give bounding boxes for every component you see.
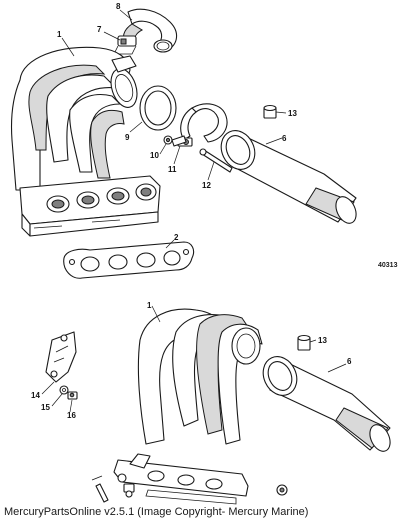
clamp-nut — [163, 135, 173, 145]
small-nut — [276, 484, 288, 496]
callout-washer: 15 — [41, 403, 50, 412]
exhaust-manifold-top — [10, 46, 161, 237]
clamp-stud — [199, 148, 233, 173]
washer — [59, 385, 69, 395]
callout-bracket: 14 — [31, 391, 40, 400]
manifold-gasket — [63, 241, 195, 279]
muffler-top — [220, 130, 357, 224]
callout-stud: 12 — [202, 181, 211, 190]
callout-muffler-top: 6 — [282, 134, 287, 143]
exhaust-manifold-bottom — [113, 308, 263, 505]
leader-lines — [41, 9, 347, 413]
callout-cap-bottom: 13 — [318, 336, 327, 345]
callout-nut: 10 — [150, 151, 159, 160]
callout-muffler-bottom: 6 — [347, 357, 352, 366]
muffler-bottom — [262, 356, 391, 452]
callout-cap-top: 13 — [288, 109, 297, 118]
small-clamp — [113, 35, 137, 55]
copyright-footer: MercuryPartsOnline v2.5.1 (Image Copyrig… — [4, 506, 309, 518]
mounting-bracket — [45, 331, 77, 383]
sealing-ring — [139, 85, 177, 131]
callout-gasket: 2 — [174, 233, 179, 242]
callout-screw: 16 — [67, 411, 76, 420]
callout-ring: 9 — [125, 133, 130, 142]
clamp-bolt — [171, 135, 187, 147]
callout-elbow: 8 — [116, 2, 121, 11]
muffler-cap-bottom — [297, 334, 311, 351]
callout-manifold-top: 1 — [57, 30, 62, 39]
callout-bolt: 11 — [168, 165, 177, 174]
figure-number: 40313 — [378, 262, 398, 269]
screw — [67, 391, 78, 400]
flange-bolt — [91, 475, 109, 503]
callout-small-clamp: 7 — [97, 25, 102, 34]
drain-fitting — [123, 483, 135, 498]
callout-manifold-bottom: 1 — [147, 301, 152, 310]
muffler-cap-top — [263, 104, 277, 119]
